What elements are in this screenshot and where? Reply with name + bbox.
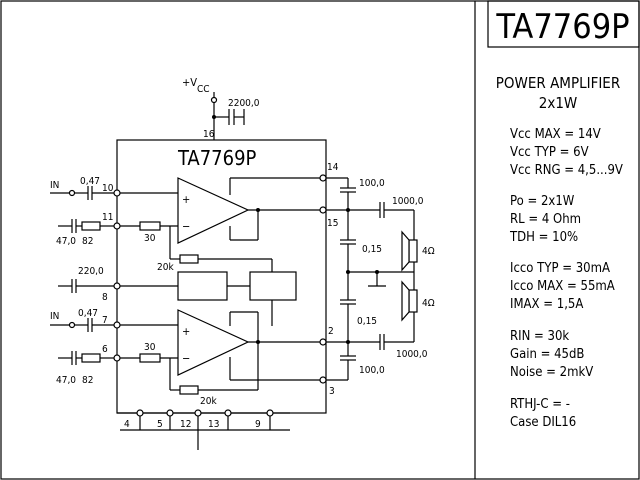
spec-rthj: RTHJ-C = - xyxy=(510,397,570,412)
pin-15 xyxy=(319,206,327,214)
in2-cap-value: 0,47 xyxy=(78,308,98,319)
bias-block-right xyxy=(249,271,297,301)
fb1-res-value: 82 xyxy=(82,236,93,247)
spec-imax: IMAX = 1,5A xyxy=(510,297,583,312)
r20k-2-value: 20k xyxy=(200,396,217,407)
amplifier-2 xyxy=(177,309,250,376)
spec-po: Po = 2x1W xyxy=(510,194,575,209)
pin-11-label: 11 xyxy=(102,212,113,223)
pin-10 xyxy=(113,189,121,197)
amp1-minus: − xyxy=(182,220,190,233)
in1-cap-value: 0,47 xyxy=(80,176,100,187)
out2-cap-value: 1000,0 xyxy=(396,349,428,360)
fb1-resistor xyxy=(81,221,101,231)
pin-16-label: 16 xyxy=(203,129,215,140)
supply-terminal xyxy=(210,96,218,104)
spec-icco-max: Icco MAX = 55mA xyxy=(510,279,615,294)
speaker-2-label: 4Ω xyxy=(422,298,435,309)
r30-2 xyxy=(139,353,161,363)
fb2-res-value: 82 xyxy=(82,375,93,386)
in2-terminal xyxy=(68,321,76,329)
heading-line-1: POWER AMPLIFIER xyxy=(496,74,620,92)
bias-block-left xyxy=(177,271,228,301)
amp1-plus: + xyxy=(182,193,190,206)
boot2-value: 100,0 xyxy=(359,365,385,376)
pin-2-label: 2 xyxy=(328,326,334,337)
pin-8-label: 8 xyxy=(102,292,108,303)
spec-vcc-rng: Vcc RNG = 4,5...9V xyxy=(510,163,623,178)
spec-gain: Gain = 45dB xyxy=(510,347,584,362)
supply-label: +V xyxy=(182,76,197,89)
spec-rin: RIN = 30k xyxy=(510,329,569,344)
input-1-label: IN xyxy=(50,180,59,191)
heading-line-2: 2x1W xyxy=(539,94,578,112)
pin-11 xyxy=(113,222,121,230)
amp2-plus: + xyxy=(182,325,190,338)
pin-14-label: 14 xyxy=(327,162,339,173)
pin-9-label: 9 xyxy=(255,419,261,430)
pin-7 xyxy=(113,321,121,329)
pin-6 xyxy=(113,354,121,362)
out1-cap-value: 1000,0 xyxy=(392,196,424,207)
pin-5 xyxy=(166,409,174,417)
speaker-1 xyxy=(408,239,418,263)
spec-list: Vcc MAX = 14V Vcc TYP = 6V Vcc RNG = 4,5… xyxy=(509,127,623,430)
pin-10-label: 10 xyxy=(102,183,114,194)
speaker-1-label: 4Ω xyxy=(422,246,435,257)
input-2-label: IN xyxy=(50,311,59,322)
pin-14 xyxy=(319,174,327,182)
pin-2 xyxy=(319,338,327,346)
spec-vcc-max: Vcc MAX = 14V xyxy=(510,127,601,142)
pin-6-label: 6 xyxy=(102,344,108,355)
pin-4 xyxy=(136,409,144,417)
pin-3 xyxy=(319,376,327,384)
pin-8 xyxy=(113,282,121,290)
spec-case: Case DIL16 xyxy=(510,415,576,430)
fb2-cap-value: 47,0 xyxy=(56,375,76,386)
spec-vcc-typ: Vcc TYP = 6V xyxy=(510,145,589,160)
amp2-minus: − xyxy=(182,352,190,365)
speaker-2-cone xyxy=(401,280,410,322)
r20k-1 xyxy=(179,254,199,264)
pin-13-label: 13 xyxy=(208,419,219,430)
zob1-value: 0,15 xyxy=(362,244,382,255)
pin-9 xyxy=(266,409,274,417)
pin-12-label: 12 xyxy=(180,419,191,430)
r20k-1-value: 20k xyxy=(157,262,174,273)
title-block xyxy=(487,0,640,48)
spec-tdh: TDH = 10% xyxy=(509,230,578,245)
supply-cap-value: 2200,0 xyxy=(228,98,260,109)
pin-3-label: 3 xyxy=(329,386,335,397)
ripple-cap-value: 220,0 xyxy=(78,266,104,277)
chip-label: TA7769P xyxy=(177,146,257,170)
pin-5-label: 5 xyxy=(157,419,163,430)
boot1-value: 100,0 xyxy=(359,178,385,189)
speaker-1-cone xyxy=(401,230,410,272)
pin-12 xyxy=(194,409,202,417)
zob2-value: 0,15 xyxy=(357,316,377,327)
spec-icco-typ: Icco TYP = 30mA xyxy=(510,261,610,276)
pin-15-label: 15 xyxy=(327,218,338,229)
r30-1 xyxy=(139,221,161,231)
spec-noise: Noise = 2mkV xyxy=(510,365,593,380)
spec-rl: RL = 4 Ohm xyxy=(510,212,581,227)
fb2-resistor xyxy=(81,353,101,363)
pin-4-label: 4 xyxy=(124,419,130,430)
amplifier-1 xyxy=(177,177,250,244)
r30-2-value: 30 xyxy=(144,342,156,353)
supply-subscript: CC xyxy=(197,84,210,95)
fb1-cap-value: 47,0 xyxy=(56,236,76,247)
in1-terminal xyxy=(68,189,76,197)
r20k-2 xyxy=(179,385,199,395)
pin-13 xyxy=(224,409,232,417)
pin-7-label: 7 xyxy=(102,315,108,326)
r30-1-value: 30 xyxy=(144,233,156,244)
page-title: TA7769P xyxy=(495,7,629,47)
speaker-2 xyxy=(408,289,418,313)
